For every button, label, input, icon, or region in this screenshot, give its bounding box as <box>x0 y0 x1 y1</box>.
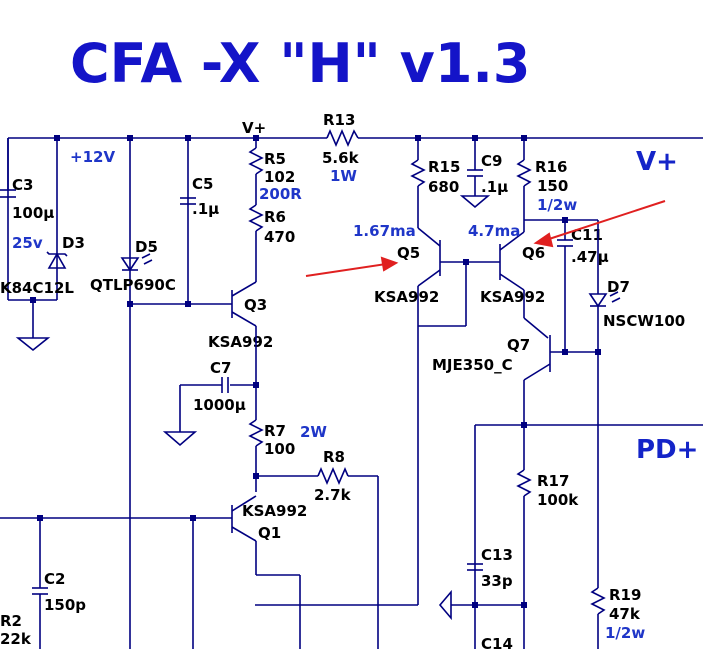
c7-ref: C7 <box>210 359 231 377</box>
q5-note: 1.67ma <box>353 222 416 240</box>
r7-resistor <box>248 419 264 492</box>
c5-capacitor <box>180 197 196 205</box>
r13-resistor <box>326 128 359 148</box>
r8-value: 2.7k <box>314 486 352 504</box>
d3-ref: D3 <box>62 234 85 252</box>
r7-note: 2W <box>300 423 327 441</box>
q3-transistor <box>231 281 257 327</box>
plus12-label: +12V <box>70 148 115 166</box>
c11-ref: C11 <box>571 226 603 244</box>
c13-ref: C13 <box>481 546 513 564</box>
q5-value: KSA992 <box>374 288 439 306</box>
pd-plus-label: PD+ <box>636 435 698 465</box>
q6-transistor <box>499 220 549 339</box>
d5-wires <box>129 138 232 649</box>
c9-ref: C9 <box>481 152 502 170</box>
d7-value: NSCW100 <box>603 312 685 330</box>
bottom-bus <box>255 326 524 621</box>
q1-transistor <box>231 495 301 649</box>
c3-capacitor <box>0 189 16 198</box>
q7-ref: Q7 <box>507 336 530 354</box>
vplus-top-label: V+ <box>242 119 266 137</box>
r15-value: 680 <box>428 178 459 196</box>
r15-ref: R15 <box>428 158 460 176</box>
c2-capacitor <box>32 518 48 649</box>
r5-note: 200R <box>259 185 302 203</box>
r13-note: 1W <box>330 167 357 185</box>
c9-value: .1µ <box>481 178 508 196</box>
c13-capacitor <box>467 563 483 571</box>
c7-value: 1000µ <box>193 396 246 414</box>
ground-1 <box>15 337 51 352</box>
d5-value: QTLP690C <box>90 276 176 294</box>
r16-value: 150 <box>537 177 568 195</box>
c2-value: 150p <box>44 596 86 614</box>
r5-value: 102 <box>264 168 295 186</box>
d5-ref: D5 <box>135 238 158 256</box>
r6-ref: R6 <box>264 208 286 226</box>
c11-value: .47µ <box>571 248 609 266</box>
c7-capacitor <box>221 377 229 393</box>
r13-value: 5.6k <box>322 149 360 167</box>
vplus-right-label: V+ <box>636 147 678 177</box>
c7-wires <box>179 384 256 432</box>
junction-dots <box>30 135 601 608</box>
r16-note: 1/2w <box>537 196 577 214</box>
d5-led <box>120 253 153 272</box>
schematic-title: CFA -X "H" v1.3 <box>70 32 530 95</box>
q7-value: MJE350_C <box>432 356 513 374</box>
q7-transistor <box>523 335 551 470</box>
red-arrow-right <box>533 200 666 248</box>
q6-ref: Q6 <box>522 244 545 262</box>
c9-capacitor <box>459 138 491 209</box>
r13-ref: R13 <box>323 111 355 129</box>
c3-ref: C3 <box>12 176 33 194</box>
c3-d3-wires <box>7 138 58 338</box>
r19-value: 47k <box>609 605 641 623</box>
r5-ref: R5 <box>264 150 286 168</box>
r19-ref: R19 <box>609 586 641 604</box>
c2-ref: C2 <box>44 570 65 588</box>
ground-2 <box>162 431 198 447</box>
c14-ref: C14 <box>481 635 513 649</box>
d3-zener <box>46 251 68 269</box>
c11-capacitor <box>557 220 573 352</box>
r2-ref: R2 <box>0 612 22 630</box>
q6-value: KSA992 <box>480 288 545 306</box>
c5-ref: C5 <box>192 175 213 193</box>
r5-r6-wires <box>248 138 264 282</box>
r7-ref: R7 <box>264 422 286 440</box>
r2-value: 22k <box>0 630 32 648</box>
q3-ref: Q3 <box>244 296 267 314</box>
r15-wires <box>410 138 426 228</box>
r7-value: 100 <box>264 440 295 458</box>
c3-note: 25v <box>12 234 43 252</box>
q6-note: 4.7ma <box>468 222 520 240</box>
d7-led <box>550 220 621 353</box>
r17-value: 100k <box>537 491 579 509</box>
r17-resistor <box>516 469 532 649</box>
c13-value: 33p <box>481 572 513 590</box>
q5-ref: Q5 <box>397 244 420 262</box>
r8-resistor <box>256 466 379 649</box>
c5-value: .1µ <box>192 200 219 218</box>
d7-ref: D7 <box>607 278 630 296</box>
c3-value: 100µ <box>12 204 54 222</box>
red-arrow-left <box>305 256 399 277</box>
q5-transistor <box>417 227 500 327</box>
r6-value: 470 <box>264 228 295 246</box>
q1-value: KSA992 <box>242 502 307 520</box>
r17-ref: R17 <box>537 472 569 490</box>
r16-ref: R16 <box>535 158 567 176</box>
r19-resistor <box>590 352 606 649</box>
q1-ref: Q1 <box>258 524 281 542</box>
r19-note: 1/2w <box>605 624 645 642</box>
pd-plus-wire <box>474 424 703 649</box>
r8-ref: R8 <box>323 448 345 466</box>
r16-wires <box>516 138 598 221</box>
q3-value: KSA992 <box>208 333 273 351</box>
d3-value: K84C12L <box>0 279 74 297</box>
